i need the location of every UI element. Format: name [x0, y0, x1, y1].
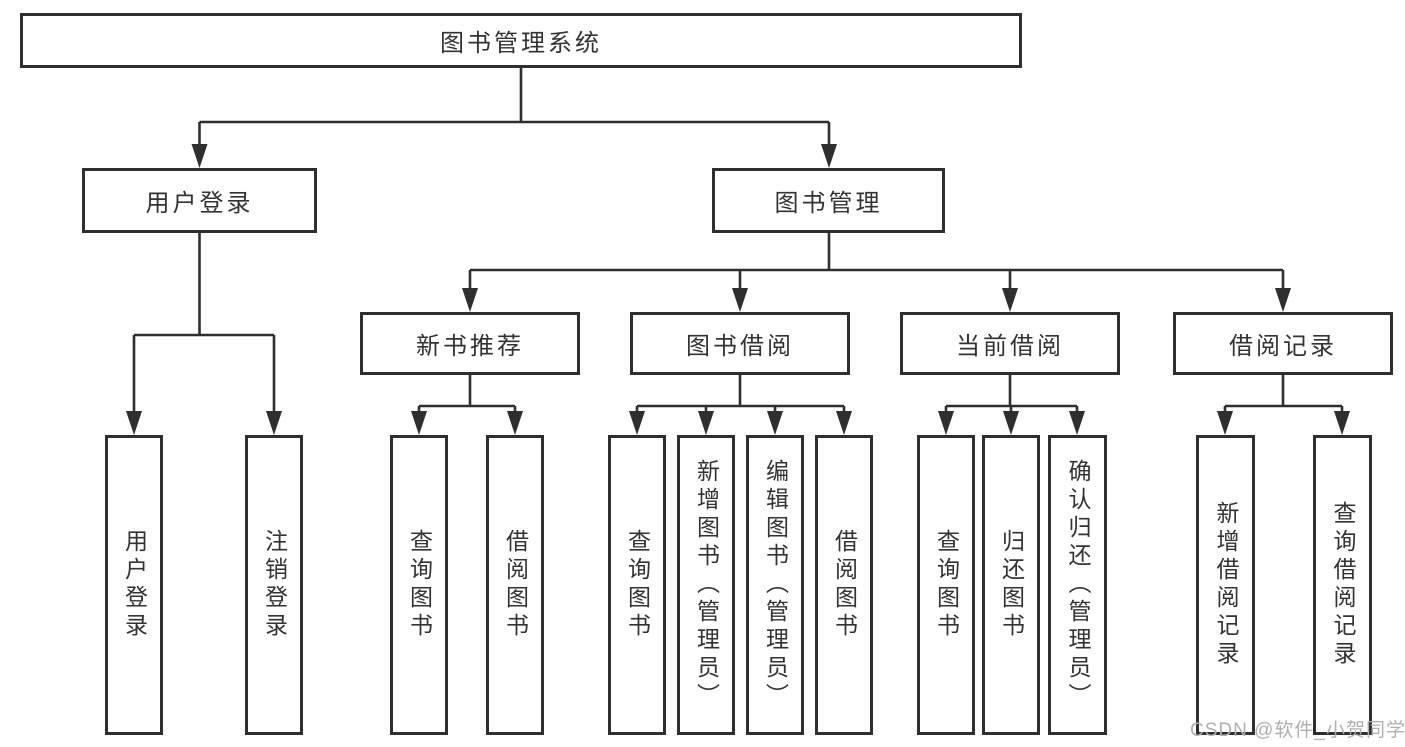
node-leaf-query-borrow-record: 查询借阅记录 [1313, 435, 1372, 735]
node-book-borrow: 图书借阅 [630, 312, 850, 375]
node-leaf-query-books-3: 查询图书 [917, 435, 975, 735]
node-book-management: 图书管理 [712, 168, 945, 233]
node-leaf-logout: 注销登录 [245, 435, 303, 735]
node-leaf-query-books-1: 查询图书 [390, 435, 448, 735]
connector-arrowheads [126, 144, 1350, 435]
connector-line-segments [132, 68, 1344, 414]
node-leaf-confirm-return-admin: 确认归还（管理员） [1048, 435, 1107, 735]
node-current-borrow: 当前借阅 [900, 312, 1120, 375]
node-leaf-borrow-books-1: 借阅图书 [486, 435, 544, 735]
watermark-text: CSDN @软件_小贺同学 [1190, 720, 1405, 741]
node-borrow-records: 借阅记录 [1173, 312, 1393, 375]
node-leaf-borrow-books-2: 借阅图书 [815, 435, 873, 735]
node-leaf-edit-book-admin: 编辑图书（管理员） [746, 435, 804, 735]
node-user-login: 用户登录 [82, 168, 317, 233]
node-new-book-recommend: 新书推荐 [360, 312, 580, 375]
node-leaf-user-login: 用户登录 [105, 435, 163, 735]
node-leaf-query-books-2: 查询图书 [608, 435, 666, 735]
node-root-library-system: 图书管理系统 [20, 13, 1022, 68]
node-leaf-return-books: 归还图书 [982, 435, 1040, 735]
node-leaf-add-book-admin: 新增图书（管理员） [677, 435, 735, 735]
node-leaf-add-borrow-record: 新增借阅记录 [1196, 435, 1255, 735]
